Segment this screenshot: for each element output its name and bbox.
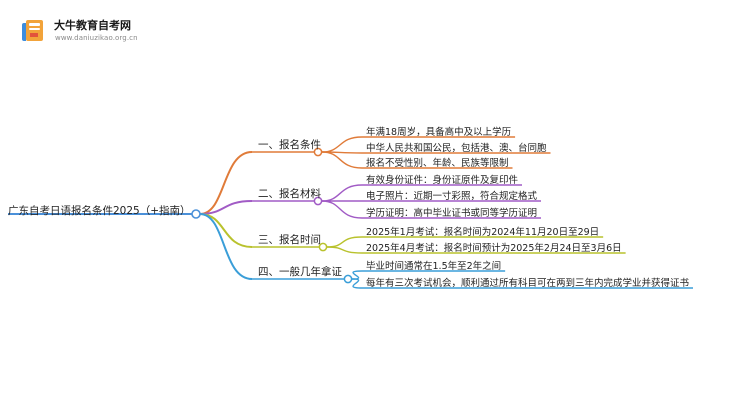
root-topic[interactable]: 广东自考日语报名条件2025（+指南） (8, 205, 191, 217)
branch-topic[interactable]: 一、报名条件 (258, 139, 321, 151)
site-name: 大牛教育自考网 (54, 19, 131, 32)
branch-connector (199, 200, 253, 215)
leaf-topic[interactable]: 有效身份证件：身份证原件及复印件 (366, 175, 519, 186)
leaf-topic[interactable]: 2025年1月考试：报名时间为2024年11月20日至29日 (366, 227, 600, 238)
branch-connector (199, 213, 253, 248)
site-logo[interactable]: 大牛教育自考网 www.daniuzikao.org.cn (20, 16, 172, 48)
leaf-connector (321, 151, 363, 169)
leaf-topic[interactable]: 年满18周岁，具备高中及以上学历 (366, 127, 512, 138)
leaf-connector (321, 136, 363, 153)
leaf-connector (326, 246, 363, 254)
leaf-topic[interactable]: 中华人民共和国公民，包括港、澳、台同胞 (366, 143, 547, 154)
leaf-topic[interactable]: 学历证明：高中毕业证书或同等学历证明 (366, 208, 538, 219)
leaf-topic[interactable]: 毕业时间通常在1.5年至2年之间 (366, 261, 502, 272)
leaf-connector (321, 184, 363, 202)
root-collapse-handle[interactable] (191, 209, 201, 219)
branch-topic[interactable]: 四、一般几年拿证 (258, 266, 342, 278)
branch-connector (199, 213, 253, 280)
branch-topic[interactable]: 二、报名材料 (258, 188, 321, 200)
branch-collapse-handle[interactable] (318, 242, 328, 252)
leaf-connector (351, 278, 363, 289)
leaf-topic[interactable]: 2025年4月考试：报名时间预计为2025年2月24日至3月6日 (366, 243, 622, 254)
leaf-connector (351, 270, 363, 280)
branch-connector (199, 151, 253, 215)
branch-collapse-handle[interactable] (313, 196, 323, 206)
leaf-topic[interactable]: 每年有三次考试机会，顺利通过所有科目可在两到三年内完成学业并获得证书 (366, 278, 690, 289)
leaf-connector (326, 236, 363, 248)
leaf-topic[interactable]: 电子照片：近期一寸彩照，符合规定格式 (366, 191, 538, 202)
open-book-icon (22, 20, 43, 41)
leaf-topic[interactable]: 报名不受性别、年龄、民族等限制 (366, 158, 509, 169)
branch-collapse-handle[interactable] (343, 274, 353, 284)
leaf-connector (321, 200, 363, 219)
branch-collapse-handle[interactable] (313, 147, 323, 157)
branch-topic[interactable]: 三、报名时间 (258, 234, 321, 246)
site-url: www.daniuzikao.org.cn (55, 34, 138, 42)
